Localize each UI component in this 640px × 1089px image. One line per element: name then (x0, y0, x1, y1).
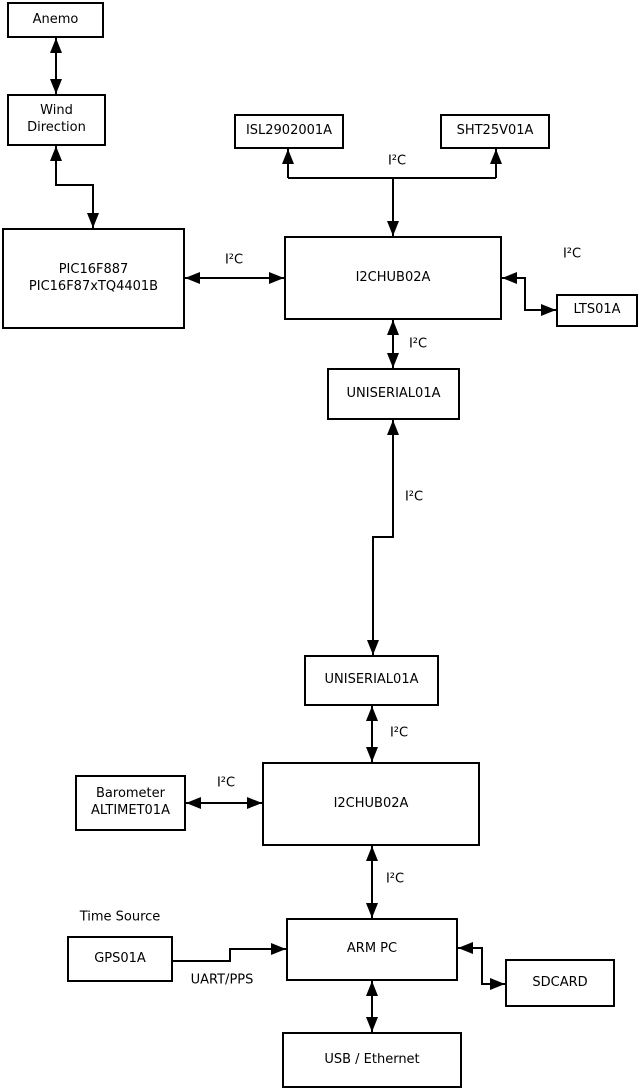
node-sht25v01a: SHT25V01A (440, 114, 550, 149)
node-barometer-line1: Barometer (96, 786, 165, 802)
node-barometer-altimet01a: Barometer ALTIMET01A (75, 775, 186, 831)
edge-uniserial-uniserial (367, 420, 399, 655)
label-i2c-uniserial-link: I²C (404, 489, 424, 505)
node-lts01a: LTS01A (556, 294, 638, 327)
label-i2c-sensor-branch: I²C (387, 153, 407, 169)
node-i2chub02a-bottom: I2CHUB02A (262, 762, 480, 846)
edge-armpc-sdcard (458, 942, 505, 990)
node-pic16f887-line1: PIC16F887 (58, 261, 129, 277)
node-uniserial01a-bottom: UNISERIAL01A (304, 655, 439, 706)
node-anemo: Anemo (7, 2, 104, 38)
node-wind-direction-line1: Wind (40, 103, 73, 119)
label-i2c-uniserial-hub2: I²C (389, 725, 409, 741)
node-isl2902001a: ISL2902001A (234, 114, 344, 149)
label-i2c-barometer: I²C (216, 775, 236, 791)
edge-wind-pic (50, 146, 99, 228)
node-arm-pc: ARM PC (286, 918, 458, 981)
label-i2c-lts: I²C (562, 246, 582, 262)
edge-i2chub-lts (502, 272, 556, 316)
node-barometer-line2: ALTIMET01A (91, 803, 170, 818)
label-i2c-hub2-armpc: I²C (385, 871, 405, 887)
node-wind-direction-line2: Direction (27, 120, 86, 135)
node-uniserial01a-top: UNISERIAL01A (327, 368, 460, 420)
node-sdcard: SDCARD (505, 959, 615, 1007)
label-i2c-hub-uniserial: I²C (408, 336, 428, 352)
node-pic16f887-line2: PIC16F87xTQ4401B (28, 278, 159, 294)
node-i2chub02a-top: I2CHUB02A (284, 236, 502, 320)
label-time-source: Time Source (79, 909, 161, 925)
node-gps01a: GPS01A (67, 936, 173, 982)
label-uart-pps: UART/PPS (190, 972, 254, 988)
label-i2c-pic-hub: I²C (224, 252, 244, 268)
node-wind-direction: Wind Direction (7, 94, 106, 146)
node-usb-ethernet: USB / Ethernet (282, 1032, 462, 1088)
node-pic16f887: PIC16F887 PIC16F87xTQ4401B (2, 228, 185, 329)
edge-gps-armpc (173, 943, 286, 962)
